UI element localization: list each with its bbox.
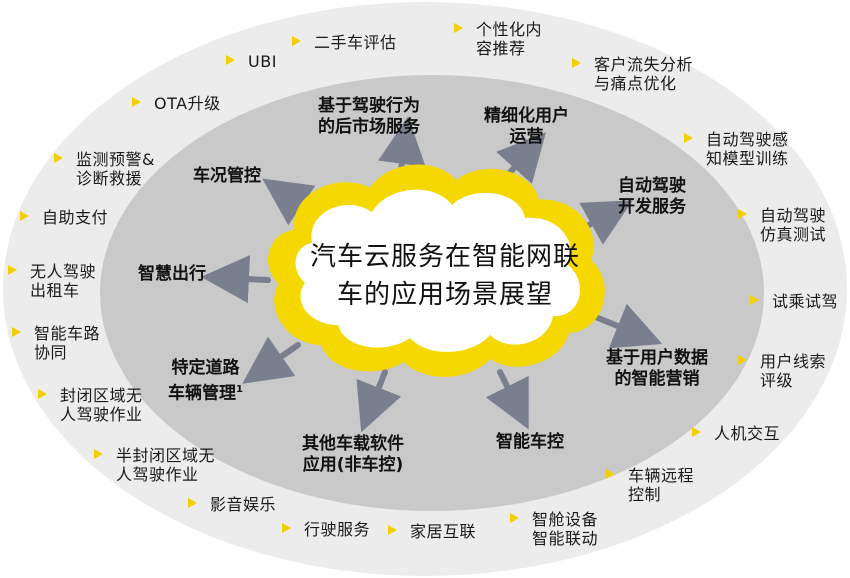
bullet-icon bbox=[750, 295, 759, 305]
inner-other-sw: 其他车载软件 应用(非车控) bbox=[302, 434, 404, 475]
arrow-special-road bbox=[242, 336, 301, 384]
outer-robotaxi: 无人驾驶出租车 bbox=[8, 262, 96, 300]
bullet-icon bbox=[54, 153, 63, 163]
bullet-icon bbox=[684, 133, 693, 143]
outer-closed-area: 封闭区域无人驾驶作业 bbox=[38, 386, 143, 424]
outer-cockpit: 智舱设备智能联动 bbox=[510, 510, 598, 548]
outer-v2x: 智能车路协同 bbox=[12, 324, 100, 362]
bullet-icon bbox=[188, 498, 197, 508]
inner-aftermarket: 基于驾驶行为 的后市场服务 bbox=[318, 96, 420, 137]
diagram-title: 汽车云服务在智能网联 车的应用场景展望 bbox=[295, 238, 595, 314]
inner-user-ops: 精细化用户 运营 bbox=[484, 106, 569, 147]
inner-vehicle-mgmt: 车况管控 bbox=[193, 166, 261, 186]
outer-test-drive: 试乘试驾 bbox=[750, 292, 838, 311]
bullet-icon bbox=[388, 525, 397, 535]
cloud bbox=[268, 164, 605, 377]
inner-smart-control: 智能车控 bbox=[496, 432, 564, 452]
inner-special-road: 特定道路 车辆管理1 bbox=[168, 358, 243, 404]
outer-semi-closed: 半封闭区域无人驾驶作业 bbox=[94, 446, 215, 484]
outer-entertainment: 影音娱乐 bbox=[188, 495, 276, 514]
bullet-icon bbox=[692, 427, 701, 437]
bullet-icon bbox=[132, 97, 141, 107]
outer-leads: 用户线索评级 bbox=[738, 352, 826, 390]
outer-hmi: 人机交互 bbox=[692, 424, 780, 443]
outer-smart-home: 家居互联 bbox=[388, 522, 476, 541]
outer-driving-service: 行驶服务 bbox=[282, 520, 370, 539]
title-line-2: 车的应用场景展望 bbox=[336, 280, 553, 310]
outer-churn: 客户流失分析与痛点优化 bbox=[572, 55, 693, 93]
bullet-icon bbox=[12, 327, 21, 337]
bullet-icon bbox=[38, 389, 47, 399]
title-line-1: 汽车云服务在智能网联 bbox=[309, 242, 580, 272]
outer-perception: 自动驾驶感知模型训练 bbox=[684, 130, 789, 168]
bullet-icon bbox=[226, 55, 235, 65]
outer-used-car: 二手车评估 bbox=[292, 33, 397, 52]
watermark-logo: 车东西 bbox=[754, 543, 836, 573]
arrow-marketing bbox=[595, 303, 663, 349]
bullet-icon bbox=[8, 265, 17, 275]
bullet-icon bbox=[572, 58, 581, 68]
arrow-mobility bbox=[201, 255, 271, 304]
outer-personalized: 个性化内容推荐 bbox=[454, 20, 542, 58]
bullet-icon bbox=[282, 523, 291, 533]
arrow-smart-control bbox=[485, 369, 529, 430]
arrow-other-sw bbox=[356, 369, 402, 433]
inner-ad-dev: 自动驾驶 开发服务 bbox=[618, 176, 686, 217]
bullet-icon bbox=[292, 36, 301, 46]
outer-simulation: 自动驾驶仿真测试 bbox=[738, 206, 826, 244]
outer-self-pay: 自助支付 bbox=[20, 208, 108, 227]
bullet-icon bbox=[454, 23, 463, 33]
inner-marketing: 基于用户数据 的智能营销 bbox=[606, 348, 708, 389]
outer-monitoring: 监测预警&诊断救援 bbox=[54, 150, 155, 188]
bullet-icon bbox=[94, 449, 103, 459]
outer-ota: OTA升级 bbox=[132, 94, 221, 113]
inner-mobility: 智慧出行 bbox=[138, 264, 206, 284]
bullet-icon bbox=[738, 355, 747, 365]
bullet-icon bbox=[738, 209, 747, 219]
outer-remote: 车辆远程控制 bbox=[606, 466, 694, 504]
cloud-inner bbox=[295, 189, 581, 352]
outer-ubi: UBI bbox=[226, 52, 277, 71]
bullet-icon bbox=[510, 513, 519, 523]
bullet-icon bbox=[606, 469, 615, 479]
bullet-icon bbox=[20, 211, 29, 221]
